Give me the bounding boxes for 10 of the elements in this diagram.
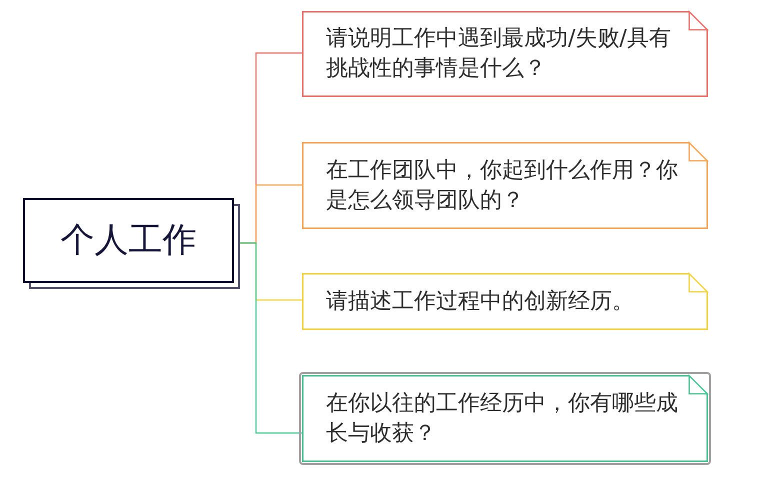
question-text: 请描述工作过程中的创新经历。 — [326, 288, 634, 316]
question-text: 在你以往的工作经历中，你有哪些成长与收获？ — [326, 390, 679, 448]
note-box — [302, 142, 708, 229]
question-text: 请说明工作中遇到最成功/失败/具有挑战性的事情是什么？ — [326, 25, 672, 83]
question-text: 在工作团队中，你起到什么作用？你是怎么领导团队的？ — [326, 156, 679, 214]
note-box — [302, 11, 708, 97]
connector-line — [240, 242, 302, 434]
central-topic-box — [23, 198, 240, 289]
topic-text: 个人工作 — [60, 220, 196, 261]
note-box — [302, 273, 708, 330]
